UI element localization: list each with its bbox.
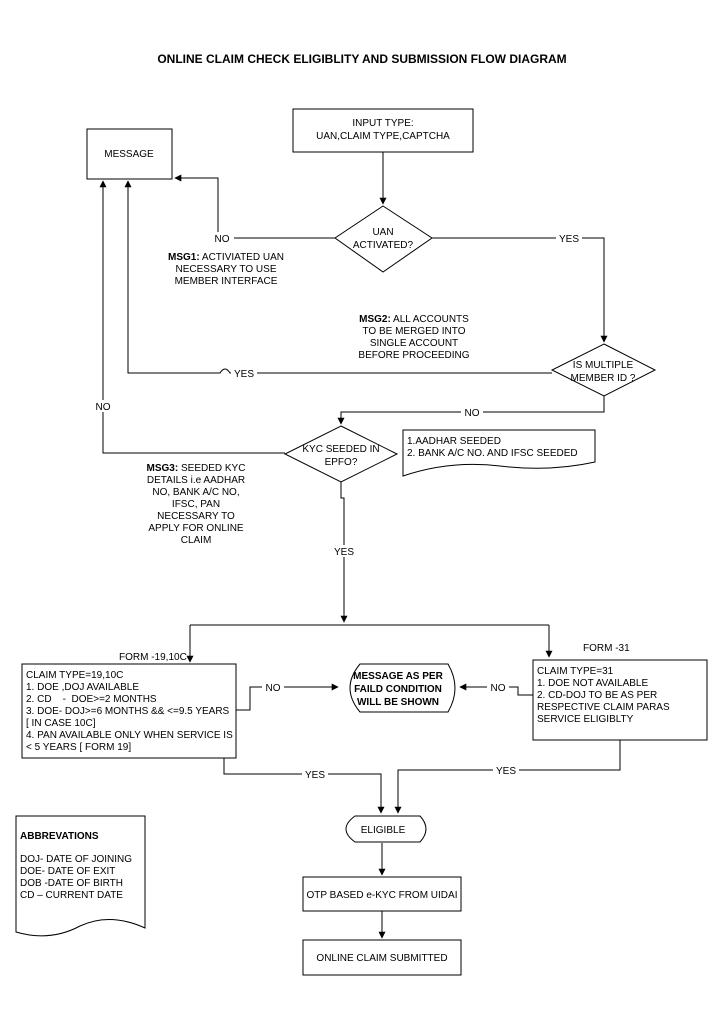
form19-line-2: 1. DOE ,DOJ AVAILABLE	[26, 682, 139, 693]
fail-line-2: FAILD CONDITION	[354, 684, 442, 695]
arrow-uan-no-to-message	[174, 174, 335, 239]
edge-label-uan-yes: YES	[559, 234, 579, 245]
form19-line-6: 4. PAN AVAILABLE ONLY WHEN SERVICE IS	[26, 730, 233, 741]
kyc-note-line-1: 1.AADHAR SEEDED	[407, 436, 501, 447]
form19-line-4: 3. DOE- DOJ>=6 MONTHS && <=9.5 YEARS	[26, 706, 230, 717]
arrow-kyc-yes-down	[340, 482, 348, 623]
msg3-line-4: IFSC, PAN	[172, 499, 220, 510]
msg2-line-2: TO BE MERGED INTO	[363, 326, 466, 337]
msg3-label: MSG3:	[147, 463, 179, 474]
uan-line-2: ACTIVATED?	[353, 240, 414, 251]
message-text: MESSAGE	[104, 149, 154, 160]
uan-activated-decision	[334, 205, 433, 273]
msg3-line-3: NO, BANK A/C NO,	[152, 487, 239, 498]
form19-condition-box	[21, 663, 237, 759]
label-bg	[331, 545, 357, 557]
label-bg	[262, 681, 284, 693]
form19-line-5: [ IN CASE 10C]	[26, 718, 96, 729]
otp-ekyc-box	[302, 876, 462, 912]
fail-line-1: MESSAGE AS PER	[353, 671, 443, 682]
submitted-text: ONLINE CLAIM SUBMITTED	[316, 953, 447, 964]
abbreviation-item: DOJ- DATE OF JOINING	[20, 854, 132, 865]
msg3-line-7: CLAIM	[181, 535, 212, 546]
msg2-text: ALL ACCOUNTS	[391, 314, 469, 325]
label-bg	[92, 400, 114, 412]
fail-line-3: WILL BE SHOWN	[357, 697, 439, 708]
form31-condition-box	[532, 659, 708, 741]
arrow-uan-yes-to-multiple	[432, 237, 608, 343]
msg3-line-2: DETAILS i.e AADHAR	[147, 475, 245, 486]
msg1-line-2: NECESSARY TO USE	[176, 264, 277, 275]
label-bg	[487, 681, 509, 693]
label-bg	[231, 367, 257, 379]
arrow-form19-yes-to-eligible	[223, 758, 385, 814]
arrow-kyc-no-to-message	[99, 180, 285, 454]
fail-message-display	[349, 663, 456, 713]
msg2-line-1: MSG2: ALL ACCOUNTS	[359, 314, 469, 325]
msg2-line-3: SINGLE ACCOUNT	[370, 338, 458, 349]
diagram-title: ONLINE CLAIM CHECK ELIGIBLITY AND SUBMIS…	[157, 52, 566, 66]
form31-line-1: CLAIM TYPE=31	[537, 666, 614, 677]
edge-label-kyc-yes: YES	[334, 547, 354, 558]
form19-line-7: < 5 YEARS [ FORM 19]	[26, 742, 131, 753]
kyc-line-1: KYC SEEDED IN	[302, 444, 379, 455]
edge-label-form19-yes: YES	[305, 770, 325, 781]
edge-label-form31-no: NO	[491, 683, 506, 694]
form31-line-2: 1. DOE NOT AVAILABLE	[537, 678, 648, 689]
claim-submitted-box	[302, 939, 462, 976]
form31-line-5: SERVICE ELIGIBLTY	[537, 714, 634, 725]
msg2-line-4: BEFORE PROCEEDING	[358, 350, 469, 361]
msg3-line-1: MSG3: SEEDED KYC	[147, 463, 246, 474]
input-line-1: INPUT TYPE:	[352, 118, 413, 129]
edge-label-kyc-no: NO	[96, 402, 111, 413]
arrow-multiple-yes-to-message	[124, 180, 552, 374]
input-line-2: UAN,CLAIM TYPE,CAPTCHA	[316, 131, 450, 142]
input-type-box	[292, 108, 474, 153]
edge-label-multiple-yes: YES	[234, 369, 254, 380]
multiple-line-1: IS MULTIPLE	[573, 360, 634, 371]
uan-line-1: UAN	[372, 227, 393, 238]
abbreviation-item: DOE- DATE OF EXIT	[20, 866, 115, 877]
abbreviations-document	[15, 815, 146, 937]
msg3-text: SEEDED KYC	[178, 463, 245, 474]
otp-text: OTP BASED e-KYC FROM UIDAI	[307, 890, 458, 901]
form19-label: FORM -19,10C	[119, 652, 187, 663]
form31-line-4: RESPECTIVE CLAIM PARAS	[537, 702, 670, 713]
msg1-text: ACTIVIATED UAN	[200, 252, 284, 263]
msg2-label: MSG2:	[359, 314, 391, 325]
form19-line-3: 2. CD - DOE>=2 MONTHS	[26, 694, 157, 705]
kyc-seeded-decision	[283, 425, 399, 483]
edge-label-form19-no: NO	[266, 683, 281, 694]
form31-line-3: 2. CD-DOJ TO BE AS PER	[537, 690, 657, 701]
msg1-line-1: MSG1: ACTIVIATED UAN	[168, 252, 284, 263]
label-bg	[556, 232, 582, 244]
kyc-line-2: EPFO?	[325, 457, 358, 468]
label-bg	[302, 768, 328, 780]
msg1-line-3: MEMBER INTERFACE	[175, 276, 278, 287]
multiple-member-decision	[550, 343, 657, 397]
form31-label: FORM -31	[583, 643, 630, 654]
message-box	[86, 128, 173, 180]
label-bg	[461, 406, 483, 418]
form19-line-1: CLAIM TYPE=19,10C	[26, 670, 123, 681]
kyc-note-document	[402, 429, 596, 477]
edge-label-form31-yes: YES	[496, 766, 516, 777]
msg1-label: MSG1:	[168, 252, 200, 263]
edge-label-multiple-no: NO	[465, 408, 480, 419]
abbreviation-item: CD – CURRENT DATE	[20, 890, 123, 901]
edge-label-uan-no: NO	[215, 234, 230, 245]
eligible-text: ELIGIBLE	[361, 825, 406, 836]
msg3-line-6: APPLY FOR ONLINE	[148, 523, 244, 534]
abbreviation-item: DOB -DATE OF BIRTH	[20, 878, 123, 889]
abbreviations-heading: ABBREVATIONS	[20, 831, 99, 842]
kyc-note-line-2: 2. BANK A/C NO. AND IFSC SEEDED	[407, 448, 578, 459]
multiple-line-2: MEMBER ID ?	[570, 373, 635, 384]
label-bg	[493, 764, 519, 776]
eligible-display	[345, 815, 427, 843]
arrow-form19-no-to-fail	[236, 683, 339, 711]
label-bg	[212, 232, 234, 244]
msg3-line-5: NECESSARY TO	[157, 511, 235, 522]
